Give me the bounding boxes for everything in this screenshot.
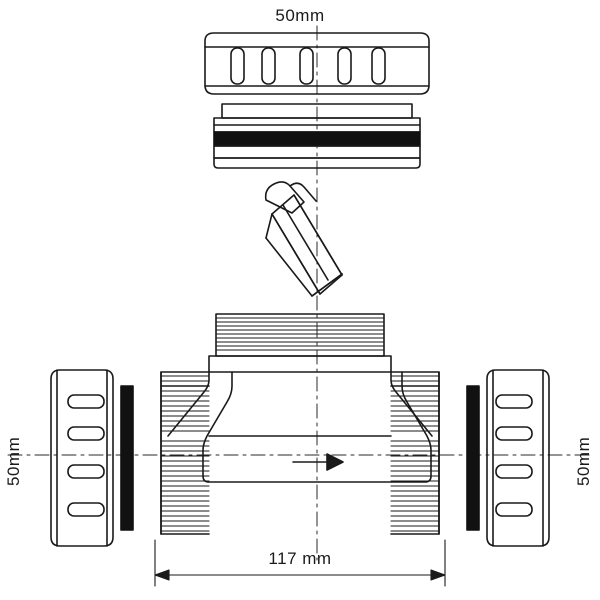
top-cap-nut [204, 32, 430, 95]
dimension-label-bottom: 117 mm [268, 549, 332, 568]
left-gasket [120, 385, 134, 531]
right-coupling-nut [486, 369, 550, 547]
flap-valve-assembly [264, 181, 343, 297]
dimension-line-bottom [154, 539, 446, 587]
flow-direction-arrow [292, 453, 344, 471]
dimension-label-left: 50mm [4, 436, 23, 486]
right-gasket [466, 385, 480, 531]
valve-body [160, 313, 440, 535]
sealing-washer [213, 103, 421, 169]
left-coupling-nut [50, 369, 114, 547]
right-body-thread [390, 375, 440, 532]
left-body-thread [160, 375, 210, 532]
dimension-label-right: 50mm [574, 436, 593, 486]
dimension-label-top: 50mm [275, 6, 325, 25]
